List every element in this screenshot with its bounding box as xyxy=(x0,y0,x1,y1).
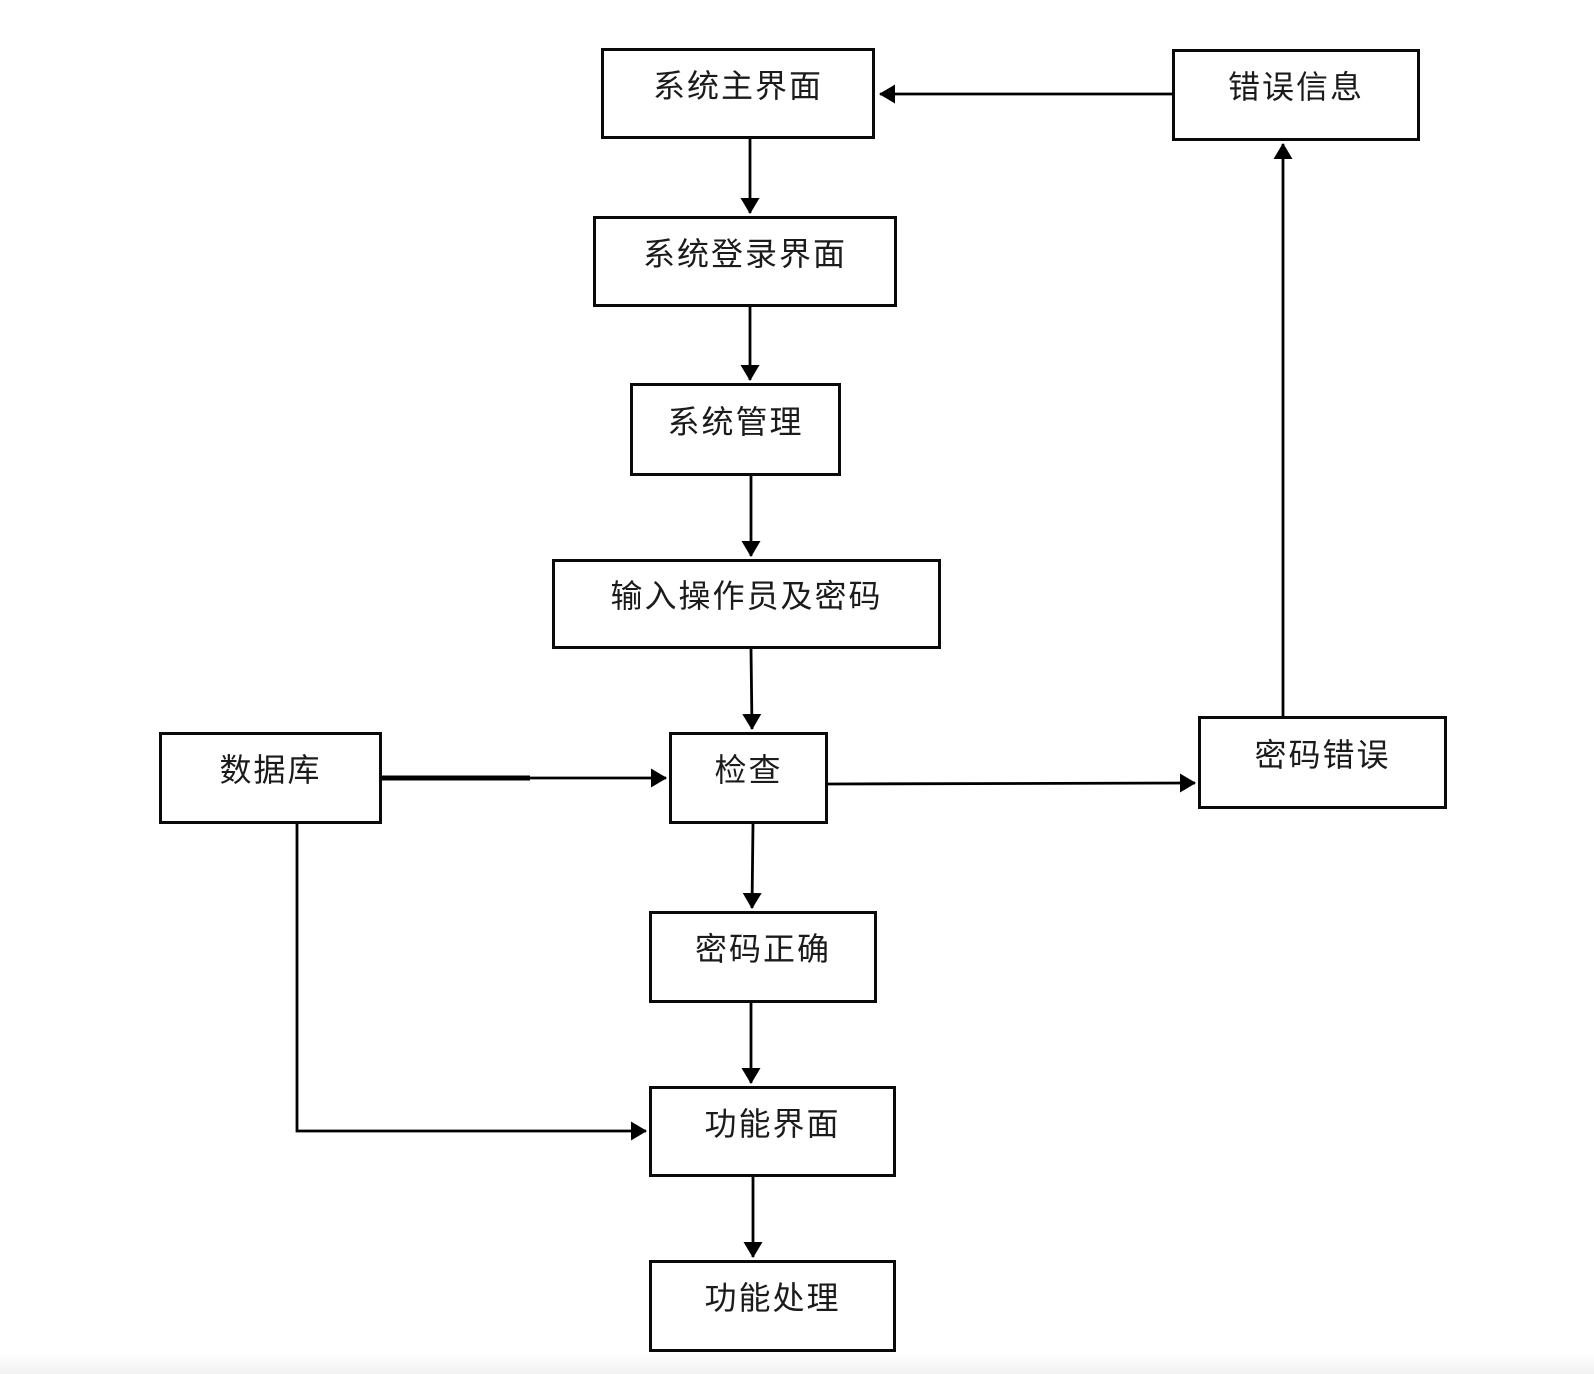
node-label: 输入操作员及密码 xyxy=(610,577,883,615)
edge-check-to-password-wrong xyxy=(827,773,1196,793)
node-label: 系统登录界面 xyxy=(642,234,847,273)
node-error-info: 错误信息 xyxy=(1172,49,1420,141)
node-label: 密码正确 xyxy=(694,930,831,968)
node-check: 检查 xyxy=(669,732,828,824)
edge-input-cred-to-check xyxy=(742,648,762,730)
node-system-main-ui: 系统主界面 xyxy=(601,48,875,139)
node-function-process: 功能处理 xyxy=(649,1260,896,1352)
node-password-correct: 密码正确 xyxy=(649,911,877,1003)
node-label: 功能界面 xyxy=(704,1104,841,1143)
node-system-login-ui: 系统登录界面 xyxy=(593,216,897,307)
node-label: 系统主界面 xyxy=(652,66,823,105)
node-password-wrong: 密码错误 xyxy=(1198,716,1447,809)
edge-database-to-function-ui xyxy=(295,824,647,1141)
node-input-operator-password: 输入操作员及密码 xyxy=(552,559,941,649)
node-label: 密码错误 xyxy=(1254,735,1391,774)
node-label: 系统管理 xyxy=(667,402,804,441)
node-database: 数据库 xyxy=(159,732,382,824)
node-label: 功能处理 xyxy=(704,1279,841,1317)
node-label: 检查 xyxy=(714,751,783,789)
node-label: 数据库 xyxy=(219,751,322,789)
node-label: 错误信息 xyxy=(1227,68,1364,106)
node-system-management: 系统管理 xyxy=(630,383,841,476)
node-function-ui: 功能界面 xyxy=(649,1086,896,1177)
edge-check-to-password-correct xyxy=(742,823,762,909)
